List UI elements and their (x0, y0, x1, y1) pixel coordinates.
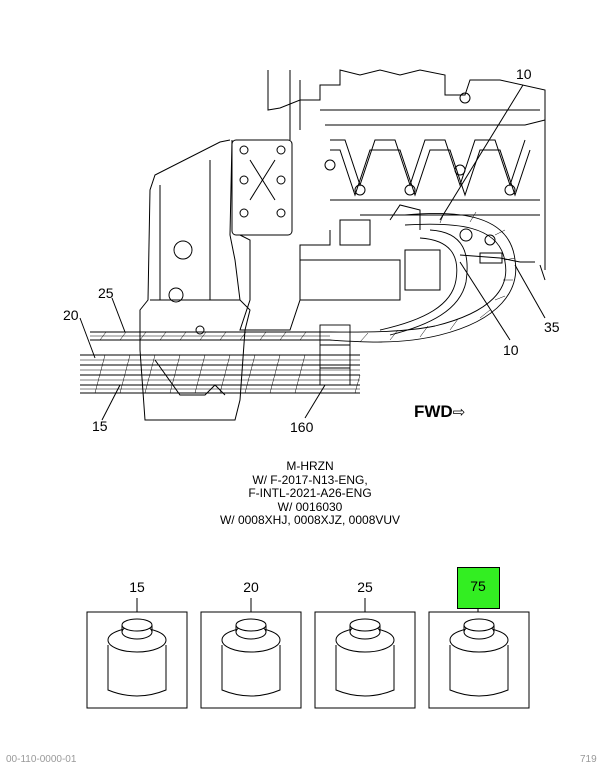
leader-lines (79, 84, 546, 421)
part-label-15[interactable]: 15 (129, 579, 145, 595)
parts-boxes (86, 598, 530, 709)
note-line: F-INTL-2021-A26-ENG (248, 486, 372, 500)
callout-35[interactable]: 35 (544, 319, 560, 335)
callout-15[interactable]: 15 (92, 418, 108, 434)
footer-code: 00-110-0000-01 (6, 754, 77, 765)
part-highlight (457, 567, 500, 609)
can-shapes (107, 618, 509, 697)
note-line: M-HRZN (286, 459, 334, 473)
arrow-right-icon: ⇨ (452, 404, 466, 421)
forward-direction: FWD⇨ (414, 402, 465, 422)
callout-25[interactable]: 25 (98, 285, 114, 301)
note-line: W/ 0008XHJ, 0008XJZ, 0008VUV (219, 513, 401, 527)
engine-block-linework (139, 69, 546, 421)
footer-page: 719 (580, 754, 597, 765)
part-label-25[interactable]: 25 (357, 579, 373, 595)
part-label-20[interactable]: 20 (243, 579, 259, 595)
note-line: W/ F-2017-N13-ENG, (252, 472, 368, 487)
callout-10-bottom[interactable]: 10 (503, 342, 519, 358)
fwd-label: FWD (414, 402, 453, 421)
harness-hatching (94, 211, 516, 394)
part-label-75[interactable]: 75 (470, 578, 486, 594)
callout-20[interactable]: 20 (63, 307, 79, 323)
callout-10-top[interactable]: 10 (516, 66, 532, 82)
applicability-notes: M-HRZN W/ F-2017-N13-ENG, F-INTL-2021-A2… (160, 459, 460, 528)
note-line: W/ 0016030 (277, 499, 343, 514)
callout-160[interactable]: 160 (290, 419, 314, 435)
wire-harness (80, 213, 517, 394)
